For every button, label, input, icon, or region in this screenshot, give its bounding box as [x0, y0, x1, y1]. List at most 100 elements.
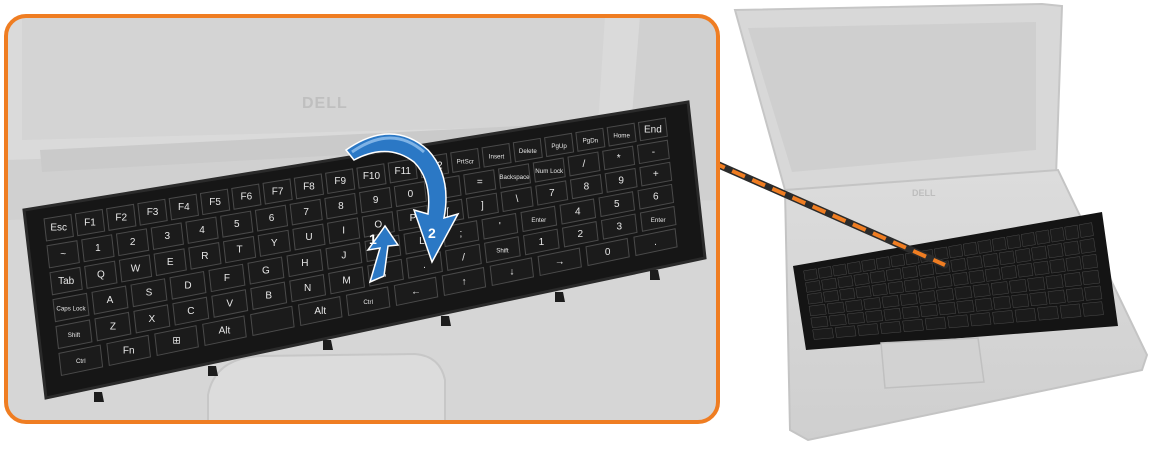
key [854, 273, 869, 285]
key [1065, 225, 1079, 240]
key-label: Backspace [499, 174, 530, 181]
key [1080, 238, 1096, 253]
key-label: PgDn [583, 138, 599, 145]
key [973, 284, 990, 297]
key [939, 302, 956, 315]
key [884, 308, 901, 320]
key [840, 288, 855, 300]
key [1046, 275, 1063, 289]
key-label: 5 [234, 219, 240, 230]
key-label: → [555, 257, 565, 268]
key-label: ↓ [509, 267, 514, 278]
key [969, 270, 985, 283]
key [967, 256, 983, 270]
key [809, 304, 826, 316]
key-label: F5 [209, 197, 221, 208]
key-label: \ [516, 194, 519, 205]
key [993, 296, 1010, 309]
key-label: F8 [303, 181, 315, 192]
key [904, 279, 920, 292]
key [845, 300, 862, 312]
key-label: Fn [123, 345, 135, 356]
key [1082, 254, 1098, 269]
key-label: 9 [373, 195, 379, 206]
key-label: ' [499, 221, 501, 232]
key-label: Enter [651, 217, 666, 224]
key-label: E [167, 257, 174, 268]
key-label: F10 [363, 171, 381, 182]
key-label: 1 [539, 237, 545, 248]
key [1050, 259, 1066, 273]
key [1084, 286, 1102, 301]
key [953, 272, 969, 285]
key [1009, 279, 1026, 293]
key [858, 324, 879, 336]
key-label: 3 [616, 222, 622, 233]
key-label: 0 [408, 189, 414, 200]
key-label: ← [411, 286, 421, 297]
key [951, 258, 967, 271]
key [1001, 266, 1017, 280]
key [864, 297, 881, 309]
overview-logo: DELL [912, 188, 936, 198]
key-label: V [226, 298, 233, 309]
key-label: A [107, 295, 114, 306]
key-label: . [654, 237, 657, 248]
key-label: ] [481, 200, 484, 211]
key [1036, 230, 1050, 244]
key-label: Ctrl [363, 299, 373, 306]
key [992, 237, 1006, 251]
key [1048, 243, 1064, 258]
zoom-touchpad [208, 354, 445, 422]
key-label: 0 [605, 247, 611, 258]
key-label: Y [271, 238, 278, 249]
key [862, 259, 876, 271]
key-label: ; [459, 229, 462, 240]
key-label: Ctrl [76, 358, 86, 365]
key [1021, 232, 1035, 246]
key-label: - [652, 147, 655, 158]
key [949, 245, 963, 258]
key [872, 284, 887, 296]
key-label: 3 [165, 231, 171, 242]
key [920, 304, 937, 317]
key [876, 257, 890, 270]
key [835, 326, 856, 338]
key-label: G [262, 266, 270, 277]
key-label: ~ [60, 249, 66, 260]
key-label: B [265, 291, 272, 302]
key-label: W [131, 263, 141, 274]
key [1034, 261, 1050, 275]
key-label: C [187, 306, 194, 317]
key-label: End [644, 124, 662, 135]
zoom-callout: DELL EscF1F2F3F4F5F6F7F8F9F10F11F12PrtSc… [6, 16, 718, 422]
key-label: 8 [338, 201, 344, 212]
key-label: 9 [618, 175, 624, 186]
key-label: 6 [653, 192, 659, 203]
key [985, 268, 1001, 282]
key [891, 254, 905, 267]
key-label: / [583, 159, 586, 170]
key-label: Delete [519, 148, 537, 155]
key-label: 7 [549, 188, 555, 199]
key-label: 1 [95, 243, 101, 254]
key [903, 319, 924, 332]
key-label: Alt [219, 326, 231, 337]
key [833, 264, 847, 276]
key-label: M [342, 275, 350, 286]
key-label: F11 [394, 166, 411, 177]
key-label: S [146, 288, 153, 299]
key [813, 328, 834, 340]
key [886, 268, 901, 281]
key-label: PgUp [551, 143, 567, 150]
key [963, 242, 977, 256]
key [955, 286, 972, 299]
key [818, 266, 832, 278]
key [991, 281, 1008, 295]
key-label: . [423, 260, 426, 271]
key-label: Insert [489, 153, 505, 160]
key-label: Enter [531, 217, 546, 224]
key-label: Num Lock [535, 168, 564, 175]
key [880, 321, 901, 333]
key [882, 295, 899, 307]
